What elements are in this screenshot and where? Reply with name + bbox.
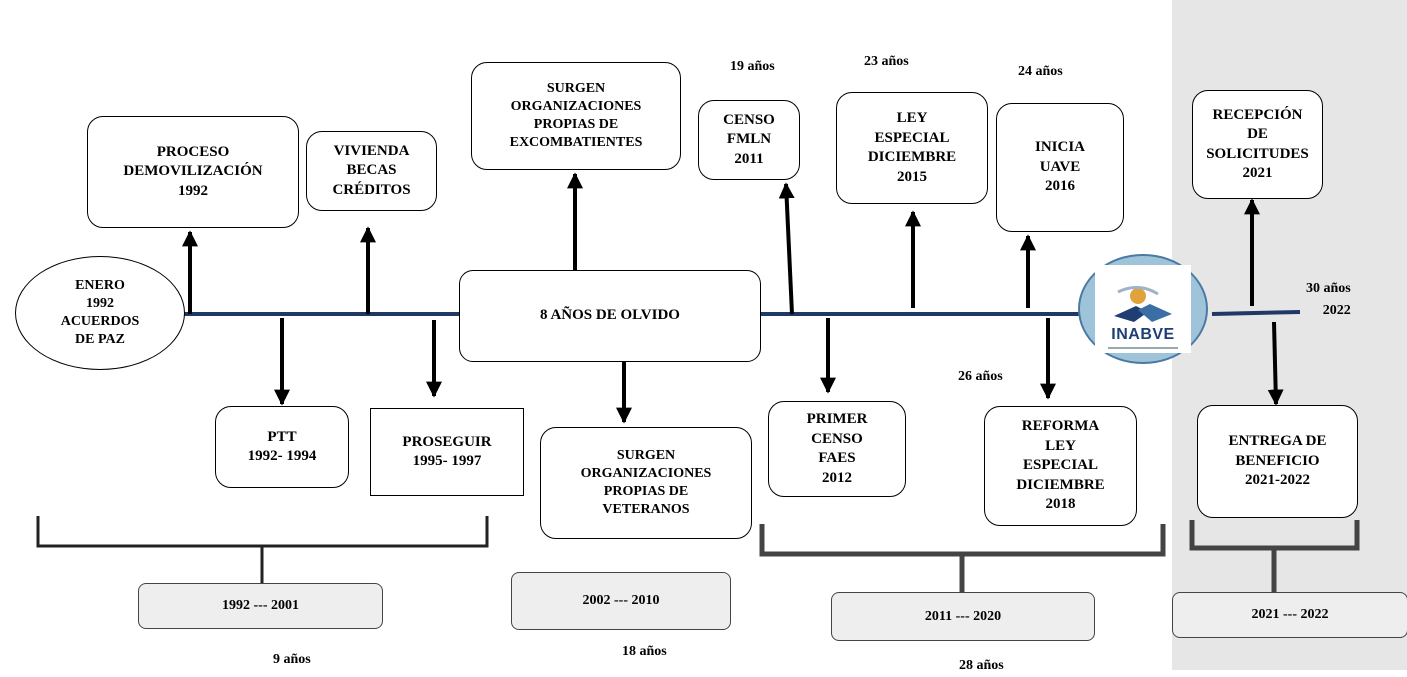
timeline-line-end [1211, 310, 1301, 316]
bracket-1 [36, 516, 489, 584]
event-proceso-demovilizacion: PROCESO DEMOVILIZACIÓN 1992 [87, 116, 299, 228]
label-26-anos: 26 años [958, 369, 1003, 384]
event-recepcion-solicitudes: RECEPCIÓN DE SOLICITUDES 2021 [1192, 90, 1323, 199]
event-entrega-beneficio: ENTREGA DE BENEFICIO 2021-2022 [1197, 405, 1358, 518]
label-28-anos: 28 años [959, 658, 1004, 673]
event-organizaciones-excombatientes: SURGEN ORGANIZACIONES PROPIAS DE EXCOMBA… [471, 62, 681, 170]
bracket-4 [1189, 520, 1360, 592]
handshake-icon [1114, 286, 1172, 322]
bracket-3 [759, 524, 1166, 592]
inabve-logo: INABVE [1078, 254, 1208, 364]
period-2002-2010: 2002 --- 2010 [511, 572, 731, 630]
event-ptt: PTT 1992- 1994 [215, 406, 349, 488]
label-9-anos: 9 años [273, 652, 311, 667]
event-inicia-uave: INICIA UAVE 2016 [996, 103, 1124, 232]
label-18-anos: 18 años [622, 644, 667, 659]
period-2011-2020: 2011 --- 2020 [831, 592, 1095, 641]
label-30-anos: 30 años 2022 [1306, 281, 1351, 319]
label-19-anos: 19 años [730, 59, 775, 74]
event-ley-especial: LEY ESPECIAL DICIEMBRE 2015 [836, 92, 988, 204]
event-proseguir: PROSEGUIR 1995- 1997 [370, 408, 524, 496]
event-reforma-ley: REFORMA LEY ESPECIAL DICIEMBRE 2018 [984, 406, 1137, 526]
event-vivienda-becas: VIVIENDA BECAS CRÉDITOS [306, 131, 437, 211]
logo-text: INABVE [1111, 326, 1175, 343]
event-acuerdos-paz: ENERO 1992 ACUERDOS DE PAZ [15, 256, 185, 370]
event-organizaciones-veteranos: SURGEN ORGANIZACIONES PROPIAS DE VETERAN… [540, 427, 752, 539]
period-1992-2001: 1992 --- 2001 [138, 583, 383, 629]
event-censo-fmln: CENSO FMLN 2011 [698, 100, 800, 180]
event-primer-censo: PRIMER CENSO FAES 2012 [768, 401, 906, 497]
period-2021-2022: 2021 --- 2022 [1172, 592, 1407, 638]
label-23-anos: 23 años [864, 54, 909, 69]
center-olvido: 8 AÑOS DE OLVIDO [459, 270, 761, 362]
label-24-anos: 24 años [1018, 64, 1063, 79]
logo-divider [1108, 347, 1178, 349]
